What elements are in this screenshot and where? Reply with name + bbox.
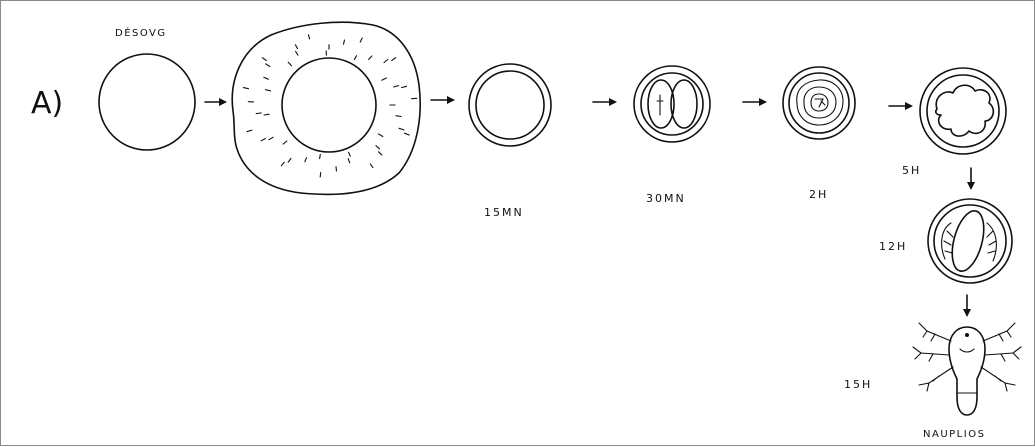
egg-15mn xyxy=(469,64,551,146)
egg-hydrated xyxy=(232,22,420,194)
egg-30mn xyxy=(634,66,710,142)
egg-2h xyxy=(783,67,855,139)
label-2h: 2H xyxy=(809,188,828,201)
label-15mn: 15MN xyxy=(484,206,524,219)
label-nauplios: NAUPLIOS xyxy=(923,429,985,440)
egg-spawning xyxy=(99,54,195,150)
panel-label: A) xyxy=(31,86,63,121)
label-12h: 12H xyxy=(879,240,907,253)
label-5h: 5H xyxy=(902,164,921,177)
egg-5h xyxy=(920,68,1006,154)
label-desovg: DÉSOVG xyxy=(115,26,167,39)
nauplius-larva xyxy=(913,323,1021,415)
label-30mn: 30MN xyxy=(646,192,686,205)
egg-12h xyxy=(928,199,1012,283)
label-15h: 15H xyxy=(844,378,872,391)
